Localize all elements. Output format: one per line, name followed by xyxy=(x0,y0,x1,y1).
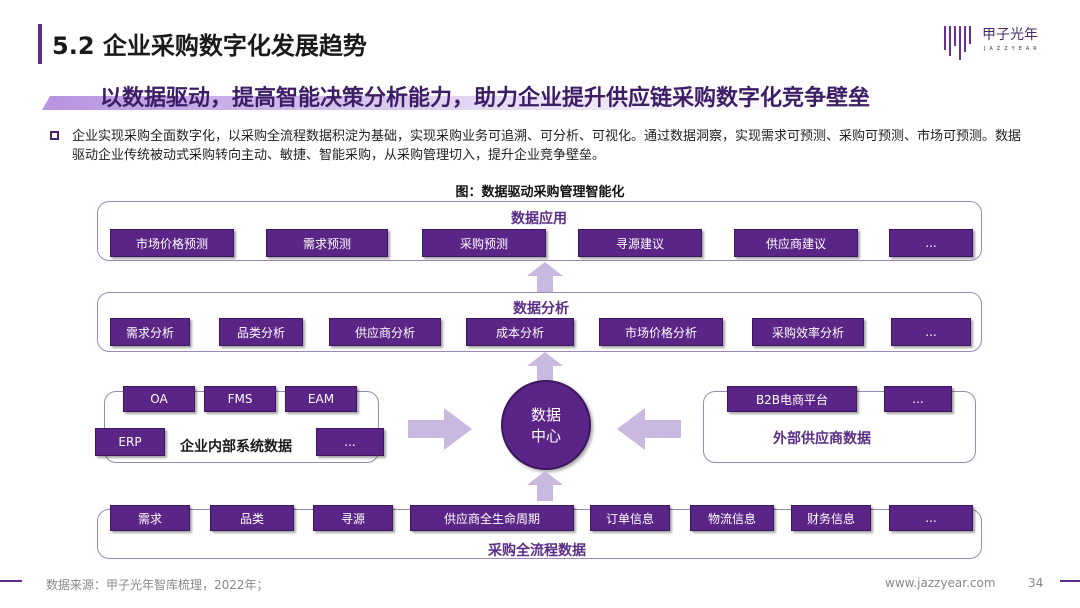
internal-item: ... xyxy=(316,428,384,456)
panel-title-external-suppliers: 外部供应商数据 xyxy=(773,431,871,447)
analysis-item: ... xyxy=(891,318,971,346)
process-item: ... xyxy=(889,505,973,531)
figure-caption: 图：数据驱动采购管理智能化 xyxy=(455,185,625,200)
logo-subtext: JAZZYEAR xyxy=(984,46,1041,52)
app-item: ... xyxy=(889,229,973,257)
analysis-item: 供应商分析 xyxy=(329,318,441,346)
internal-item: OA xyxy=(123,386,195,412)
app-item: 采购预测 xyxy=(422,229,546,257)
logo-icon xyxy=(944,26,971,60)
app-item: 市场价格预测 xyxy=(110,229,234,257)
left-arrow-icon xyxy=(617,408,681,450)
internal-item: FMS xyxy=(204,386,276,412)
app-item: 需求预测 xyxy=(266,229,388,257)
footer-left-line xyxy=(0,580,22,582)
data-center-node: 数据 中心 xyxy=(501,380,591,470)
panel-title-data-analysis: 数据分析 xyxy=(513,301,569,317)
process-item: 物流信息 xyxy=(690,505,774,531)
footer-website-link[interactable]: www.jazzyear.com xyxy=(885,576,996,590)
logo-name: 甲子光年 xyxy=(982,27,1038,43)
analysis-item: 市场价格分析 xyxy=(599,318,723,346)
title-accent-bar xyxy=(38,24,42,64)
internal-item: EAM xyxy=(285,386,357,412)
analysis-item: 品类分析 xyxy=(219,318,303,346)
page-title: 5.2 企业采购数字化发展趋势 xyxy=(52,32,367,60)
right-arrow-icon xyxy=(408,408,472,450)
internal-item: ERP xyxy=(95,428,165,456)
page-number: 34 xyxy=(1028,576,1044,590)
process-item: 需求 xyxy=(110,505,190,531)
panel-title-procurement-process: 采购全流程数据 xyxy=(488,543,586,559)
analysis-item: 成本分析 xyxy=(466,318,574,346)
analysis-item: 采购效率分析 xyxy=(752,318,864,346)
footer-source: 数据来源：甲子光年智库梳理，2022年； xyxy=(46,578,269,592)
process-item: 供应商全生命周期 xyxy=(410,505,574,531)
analysis-item: 需求分析 xyxy=(110,318,190,346)
panel-title-data-application: 数据应用 xyxy=(511,211,567,227)
up-arrow-icon xyxy=(527,471,563,501)
data-center-line2: 中心 xyxy=(530,427,561,445)
data-center-line1: 数据 xyxy=(530,406,561,424)
external-item: ... xyxy=(884,386,952,412)
page-subtitle: 以数据驱动，提高智能决策分析能力，助力企业提升供应链采购数字化竞争壁垒 xyxy=(100,86,871,111)
up-arrow-icon xyxy=(527,352,563,382)
footer-right-line xyxy=(1060,580,1080,582)
panel-title-internal-systems: 企业内部系统数据 xyxy=(180,439,292,455)
process-item: 寻源 xyxy=(313,505,393,531)
process-item: 订单信息 xyxy=(590,505,670,531)
bullet-square-icon xyxy=(50,131,59,140)
app-item: 寻源建议 xyxy=(578,229,702,257)
external-item: B2B电商平台 xyxy=(727,386,857,412)
up-arrow-icon xyxy=(527,262,563,292)
process-item: 财务信息 xyxy=(791,505,871,531)
app-item: 供应商建议 xyxy=(734,229,858,257)
process-item: 品类 xyxy=(210,505,294,531)
description-text: 企业实现采购全面数字化，以采购全流程数据积淀为基础，实现采购业务可追溯、可分析、… xyxy=(72,129,1022,163)
